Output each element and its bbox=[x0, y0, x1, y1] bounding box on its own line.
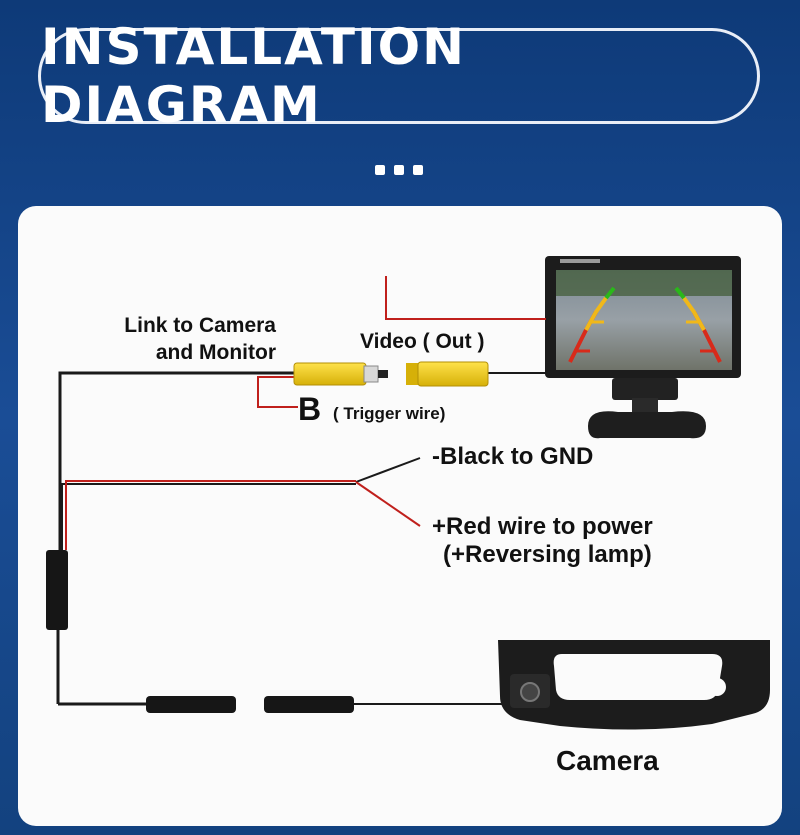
power-label: +Red wire to power bbox=[432, 513, 653, 540]
dots-decoration bbox=[375, 165, 423, 175]
monitor-screen-trees bbox=[556, 270, 732, 296]
gnd-label: -Black to GND bbox=[432, 443, 593, 470]
dot bbox=[375, 165, 385, 175]
camera-lens bbox=[520, 682, 540, 702]
dot bbox=[394, 165, 404, 175]
rca-connector-left bbox=[293, 362, 388, 386]
guide-line-left-green bbox=[604, 286, 616, 300]
camera-handle-opening bbox=[553, 654, 723, 700]
gnd-branch-wire bbox=[355, 457, 421, 483]
power-branch-wire bbox=[355, 481, 421, 527]
monitor-red-wire bbox=[385, 276, 546, 320]
camera-handle-hole bbox=[708, 678, 726, 696]
link-label-line1: Link to Camera bbox=[124, 314, 276, 337]
camera bbox=[498, 640, 770, 730]
extension-connector-right bbox=[264, 696, 354, 713]
monitor-stand-mount bbox=[612, 378, 678, 400]
page-title: INSTALLATION DIAGRAM bbox=[41, 18, 466, 134]
video-out-label: Video ( Out ) bbox=[360, 330, 484, 353]
reversing-lamp-label: (+Reversing lamp) bbox=[443, 541, 652, 568]
dot bbox=[413, 165, 423, 175]
trigger-label: ( Trigger wire) bbox=[333, 404, 445, 423]
monitor-stand-neck bbox=[632, 398, 658, 416]
power-wire-black bbox=[61, 483, 356, 550]
monitor bbox=[545, 256, 741, 439]
guide-line-right-yellow bbox=[682, 296, 706, 331]
guide-line-left-yellow bbox=[584, 296, 608, 331]
camera-label: Camera bbox=[556, 745, 659, 776]
guide-line-right-green bbox=[674, 286, 686, 300]
inline-box bbox=[46, 550, 68, 630]
extension-connector-left bbox=[146, 696, 236, 713]
link-wire-black bbox=[58, 371, 294, 550]
rca-connector-right bbox=[406, 361, 489, 387]
link-label-line2: and Monitor bbox=[156, 341, 276, 364]
trigger-letter: B bbox=[298, 391, 321, 427]
trigger-wire-red bbox=[257, 376, 298, 408]
power-wire-red bbox=[65, 480, 356, 550]
monitor-brand-mark bbox=[560, 259, 600, 263]
monitor-stand-base bbox=[588, 411, 706, 439]
title-banner: INSTALLATION DIAGRAM bbox=[38, 18, 760, 134]
